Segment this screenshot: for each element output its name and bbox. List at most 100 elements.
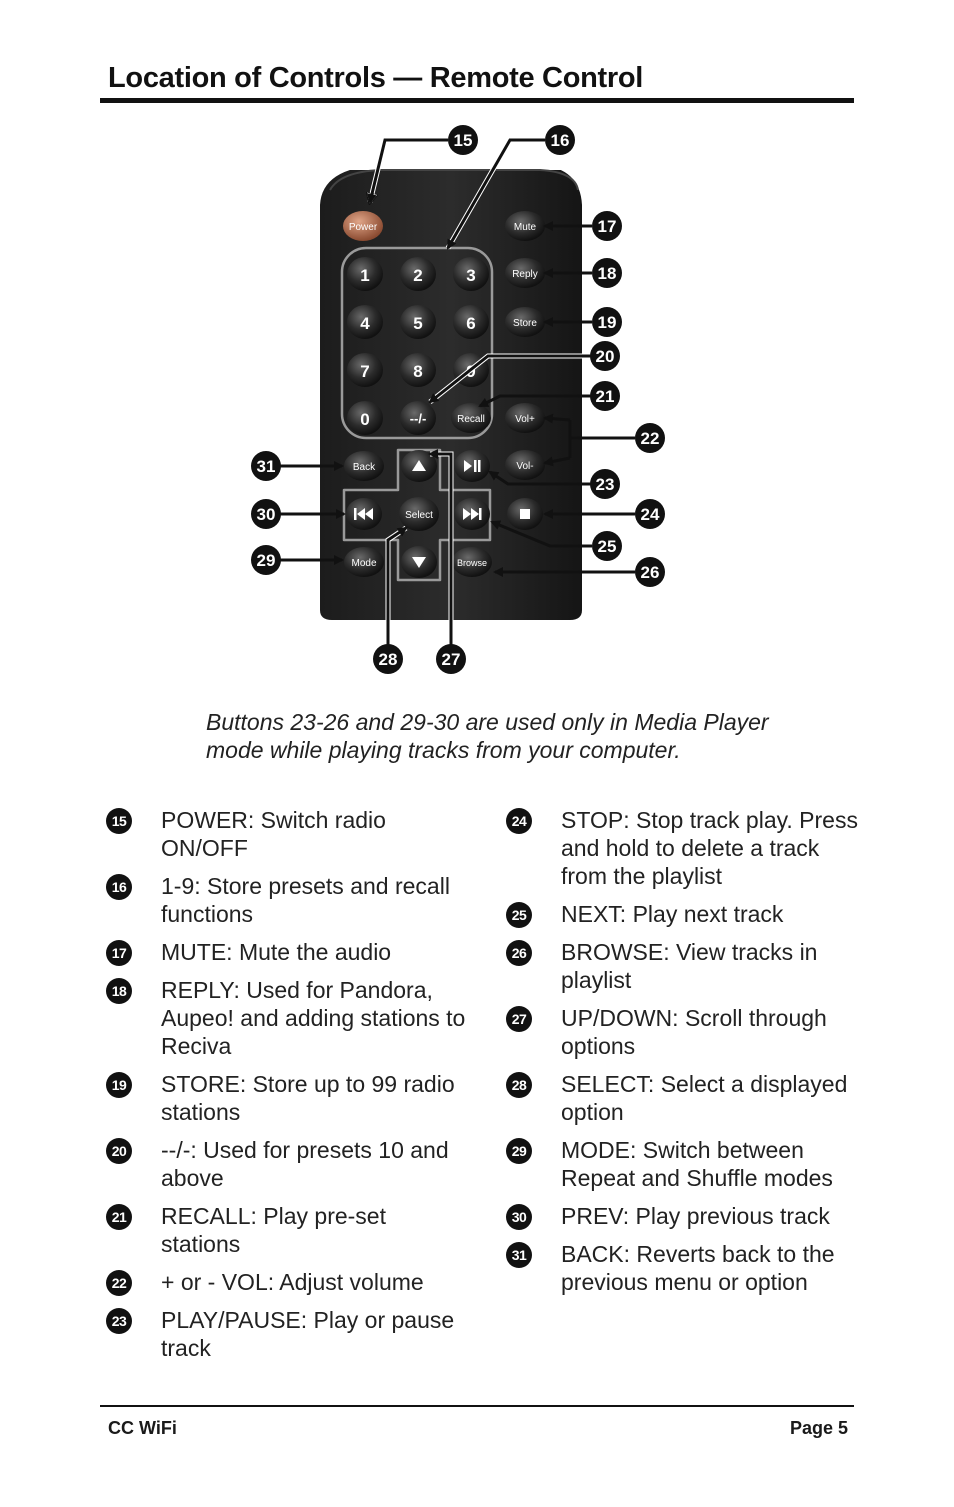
number-badge: 29 [506, 1138, 532, 1164]
figure-caption: Buttons 23-26 and 29-30 are used only in… [206, 709, 769, 763]
svg-text:26: 26 [641, 563, 660, 582]
mute-button: Mute [505, 211, 545, 241]
callout-20: 20 [590, 341, 620, 371]
recall-button: Recall [451, 403, 491, 433]
dpad-frame [342, 448, 492, 582]
number-badge: 19 [106, 1072, 132, 1098]
svg-text:23: 23 [596, 475, 615, 494]
legend-text: SELECT: Select a displayed option [561, 1071, 848, 1125]
digit-button-6: 6 [453, 305, 489, 339]
number-badge: 16 [106, 874, 132, 900]
svg-text:--/-: --/- [410, 411, 427, 426]
number-badge: 31 [506, 1242, 532, 1268]
callout-17: 17 [592, 211, 622, 241]
footer-page-number: Page 5 [789, 1418, 848, 1438]
digit-button-4: 4 [347, 305, 383, 339]
callout-29: 29 [251, 545, 281, 575]
svg-text:29: 29 [257, 551, 276, 570]
prev-button [346, 498, 382, 530]
svg-text:15: 15 [454, 131, 473, 150]
number-badge: 23 [106, 1308, 132, 1334]
svg-text:30: 30 [257, 505, 276, 524]
callout-23: 23 [590, 469, 620, 499]
svg-text:1: 1 [360, 266, 369, 285]
svg-text:Recall: Recall [457, 414, 485, 425]
page-title: Location of Controls — Remote Control [108, 62, 644, 94]
number-badge: 17 [106, 940, 132, 966]
svg-text:5: 5 [413, 314, 422, 333]
number-pad-frame [340, 246, 494, 440]
legend-item: 29 MODE: Switch between Repeat and Shuffl… [506, 1136, 866, 1192]
callout-25: 25 [592, 531, 622, 561]
legend-text: MODE: Switch between Repeat and Shuffle … [561, 1137, 833, 1191]
legend-text: MUTE: Mute the audio [161, 939, 392, 965]
svg-text:Reply: Reply [512, 269, 538, 280]
number-badge: 20 [106, 1138, 132, 1164]
legend-item: 21 RECALL: Play pre-set stations [106, 1202, 466, 1258]
legend-text: POWER: Switch radio ON/OFF [161, 807, 386, 861]
footer-rule [100, 1405, 854, 1407]
svg-text:Select: Select [405, 510, 433, 521]
digit-button-8: 8 [400, 353, 436, 387]
callout-27: 27 [436, 644, 466, 674]
power-button: Power [343, 211, 383, 241]
legend-item: 24 STOP: Stop track play. Press and hold … [506, 806, 866, 890]
number-badge: 21 [106, 1204, 132, 1230]
svg-text:Mode: Mode [351, 558, 376, 569]
legend-text: + or - VOL: Adjust volume [161, 1269, 424, 1295]
svg-text:Vol-: Vol- [516, 461, 533, 472]
volume-down-button: Vol- [505, 450, 545, 480]
number-badge: 27 [506, 1006, 532, 1032]
svg-text:18: 18 [598, 264, 617, 283]
legend-item: 16 1-9: Store presets and recall function… [106, 872, 466, 928]
svg-text:0: 0 [360, 410, 369, 429]
svg-text:6: 6 [466, 314, 475, 333]
digit-button-5: 5 [400, 305, 436, 339]
callout-15: 15 [448, 125, 478, 155]
number-badge: 24 [506, 808, 532, 834]
digit-button-0: 0 [347, 401, 383, 435]
svg-text:Store: Store [513, 318, 537, 329]
stop-button [507, 498, 543, 530]
svg-text:3: 3 [466, 266, 475, 285]
legend-text: PLAY/PAUSE: Play or pause track [161, 1307, 455, 1361]
title-rule [100, 98, 854, 103]
legend-text: UP/DOWN: Scroll through options [561, 1005, 827, 1059]
callout-26: 26 [635, 557, 665, 587]
callout-22: 22 [635, 423, 665, 453]
legend-text: BROWSE: View tracks in playlist [561, 939, 818, 993]
svg-text:31: 31 [257, 457, 276, 476]
remote-control-figure: Power Mute Reply Store 1 2 3 4 5 6 7 8 9… [251, 125, 665, 674]
digit-button-3: 3 [453, 257, 489, 291]
svg-text:17: 17 [598, 217, 617, 236]
svg-text:Back: Back [353, 462, 376, 473]
digit-button-2: 2 [400, 257, 436, 291]
volume-up-button: Vol+ [505, 403, 545, 433]
callout-31: 31 [251, 451, 281, 481]
next-button [454, 498, 490, 530]
select-button: Select [399, 497, 439, 531]
callout-28: 28 [373, 644, 403, 674]
callout-24: 24 [635, 499, 665, 529]
legend-text: PREV: Play previous track [561, 1203, 830, 1229]
legend-item: 27 UP/DOWN: Scroll through options [506, 1004, 866, 1060]
back-button: Back [344, 451, 384, 481]
number-badge: 26 [506, 940, 532, 966]
legend-text: RECALL: Play pre-set stations [161, 1203, 386, 1257]
callout-18: 18 [592, 258, 622, 288]
play-pause-button [454, 450, 490, 482]
digit-button-1: 1 [347, 257, 383, 291]
svg-text:Vol+: Vol+ [515, 414, 535, 425]
legend-text: 1-9: Store presets and recall functions [161, 873, 450, 927]
number-badge: 25 [506, 902, 532, 928]
svg-text:8: 8 [413, 362, 422, 381]
legend-text: STOP: Stop track play. Press and hold to… [561, 807, 858, 889]
number-badge: 18 [106, 978, 132, 1004]
svg-text:16: 16 [551, 131, 570, 150]
callout-19: 19 [592, 307, 622, 337]
